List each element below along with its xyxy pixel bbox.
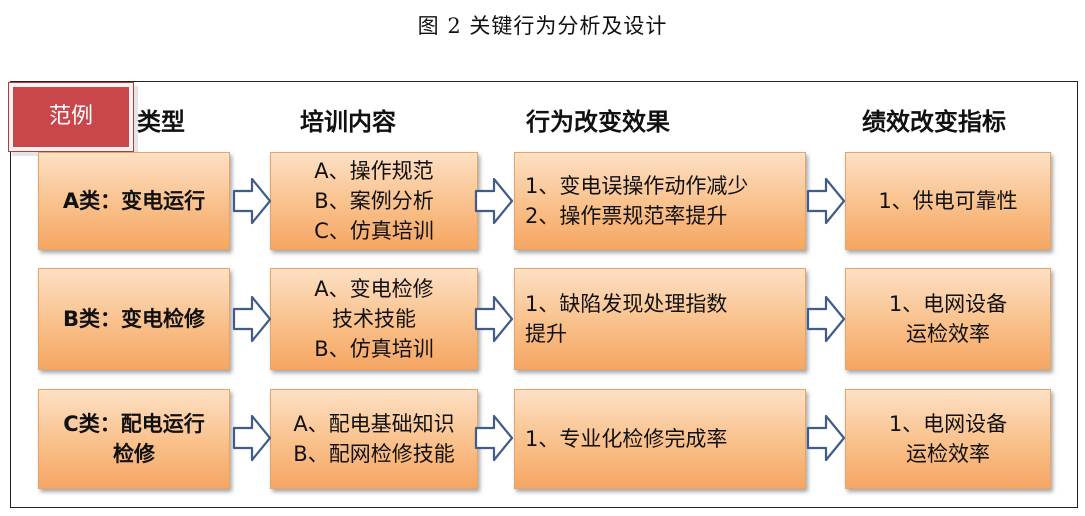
- behavior-box-row-1: 1、变电误操作动作减少 2、操作票规范率提升: [514, 152, 806, 250]
- metric-line: 1、电网设备: [888, 292, 1008, 316]
- behavior-line: 2、操作票规范率提升: [525, 204, 728, 228]
- type-line: C类：配电运行: [63, 412, 205, 436]
- behavior-line: 1、专业化检修完成率: [525, 427, 728, 451]
- training-line: A、配电基础知识: [293, 412, 455, 436]
- training-box-row-1: A、操作规范 B、案例分析 C、仿真培训: [270, 152, 478, 250]
- training-line: 技术技能: [331, 307, 416, 331]
- header-behavior: 行为改变效果: [526, 108, 670, 136]
- training-box-row-3: A、配电基础知识 B、配网检修技能: [270, 389, 478, 489]
- metric-line: 1、电网设备: [888, 412, 1008, 436]
- training-line: B、配网检修技能: [293, 442, 455, 466]
- training-line: B、仿真培训: [314, 337, 434, 361]
- header-training: 培训内容: [300, 108, 396, 136]
- header-metric: 绩效改变指标: [862, 108, 1006, 136]
- training-line: C、仿真培训: [314, 219, 434, 243]
- right-arrow-icon: [232, 295, 272, 343]
- metric-line: 运检效率: [906, 442, 990, 466]
- type-box-row-3: C类：配电运行 检修: [38, 389, 230, 489]
- training-line: A、变电检修: [314, 277, 434, 301]
- right-arrow-icon: [232, 414, 272, 462]
- metric-box-row-2: 1、电网设备 运检效率: [845, 268, 1051, 370]
- metric-box-row-3: 1、电网设备 运检效率: [845, 389, 1051, 489]
- type-line: 检修: [112, 442, 155, 466]
- training-line: B、案例分析: [314, 189, 434, 213]
- example-tag: 范例: [8, 82, 134, 152]
- behavior-line: 1、变电误操作动作减少: [525, 174, 749, 198]
- behavior-line: 1、缺陷发现处理指数: [525, 292, 728, 316]
- type-box-row-2: B类：变电检修: [38, 268, 230, 370]
- behavior-box-row-2: 1、缺陷发现处理指数 提升: [514, 268, 806, 370]
- right-arrow-icon: [474, 295, 514, 343]
- right-arrow-icon: [806, 177, 846, 225]
- header-type: 类型: [137, 108, 185, 136]
- right-arrow-icon: [474, 414, 514, 462]
- right-arrow-icon: [806, 414, 846, 462]
- training-line: A、操作规范: [314, 159, 434, 183]
- type-box-row-1: A类：变电运行: [38, 152, 230, 250]
- behavior-box-row-3: 1、专业化检修完成率: [514, 389, 806, 489]
- right-arrow-icon: [474, 177, 514, 225]
- behavior-line: 提升: [525, 322, 567, 346]
- type-line: A类：变电运行: [62, 189, 206, 213]
- metric-line: 运检效率: [906, 322, 990, 346]
- training-box-row-2: A、变电检修 技术技能 B、仿真培训: [270, 268, 478, 370]
- type-line: B类：变电检修: [62, 307, 205, 331]
- right-arrow-icon: [806, 295, 846, 343]
- metric-box-row-1: 1、供电可靠性: [845, 152, 1051, 250]
- figure-caption: 图 2 关键行为分析及设计: [417, 14, 668, 38]
- right-arrow-icon: [232, 177, 272, 225]
- metric-line: 1、供电可靠性: [878, 189, 1018, 213]
